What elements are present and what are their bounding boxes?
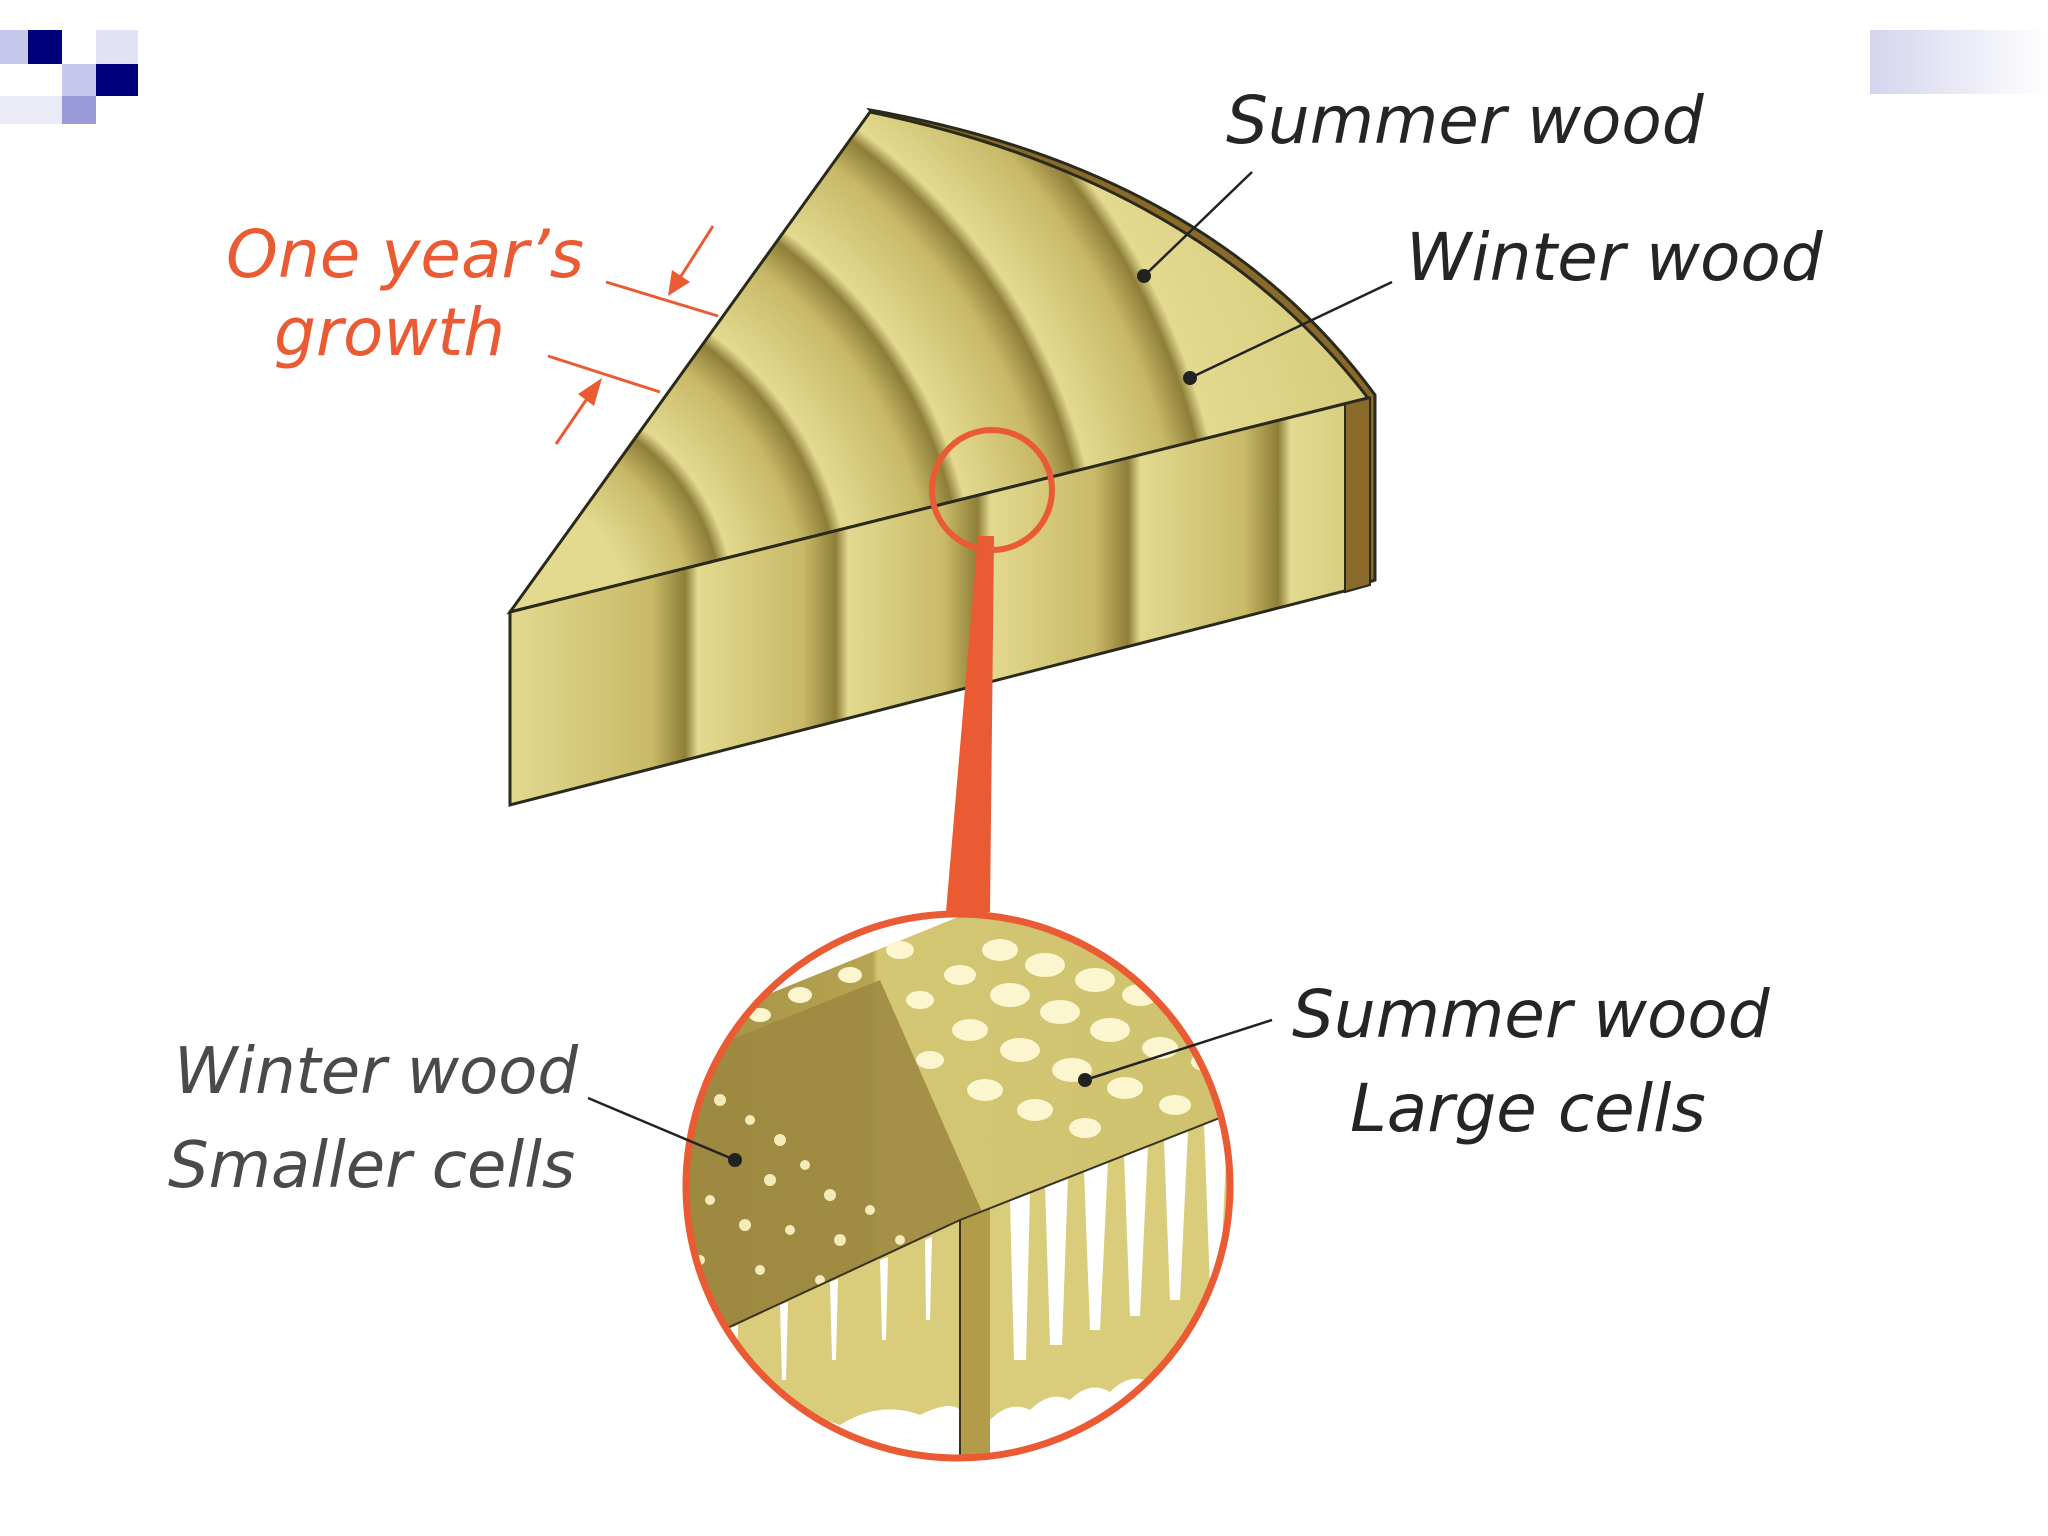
label-one-years: One year’s [226, 216, 584, 293]
zoom-circle-outline [682, 910, 1234, 1462]
bark-side [1344, 396, 1371, 594]
growth-arrows [547, 225, 719, 445]
zoom-detail [686, 914, 1230, 1458]
label-large-cells: Large cells [1350, 1070, 1706, 1147]
pixel-squares-icon [0, 30, 138, 124]
leader-summer-top [1143, 171, 1253, 277]
label-smaller-cells: Smaller cells [168, 1129, 576, 1203]
gradient-bar-icon [1870, 30, 2048, 94]
zoom-callout [929, 427, 1055, 912]
label-winter-wood-top: Winter wood [1406, 219, 1823, 296]
leader-summer-detail [1084, 1018, 1273, 1082]
label-summer-wood-detail: Summer wood [1292, 976, 1770, 1053]
leader-winter-detail [587, 1096, 736, 1162]
wedge-top-face [506, 110, 1371, 615]
label-summer-wood-top: Summer wood [1226, 82, 1704, 159]
leader-winter-top [1189, 280, 1393, 380]
label-growth: growth [274, 294, 506, 371]
label-winter-wood-detail: Winter wood [174, 1035, 579, 1109]
